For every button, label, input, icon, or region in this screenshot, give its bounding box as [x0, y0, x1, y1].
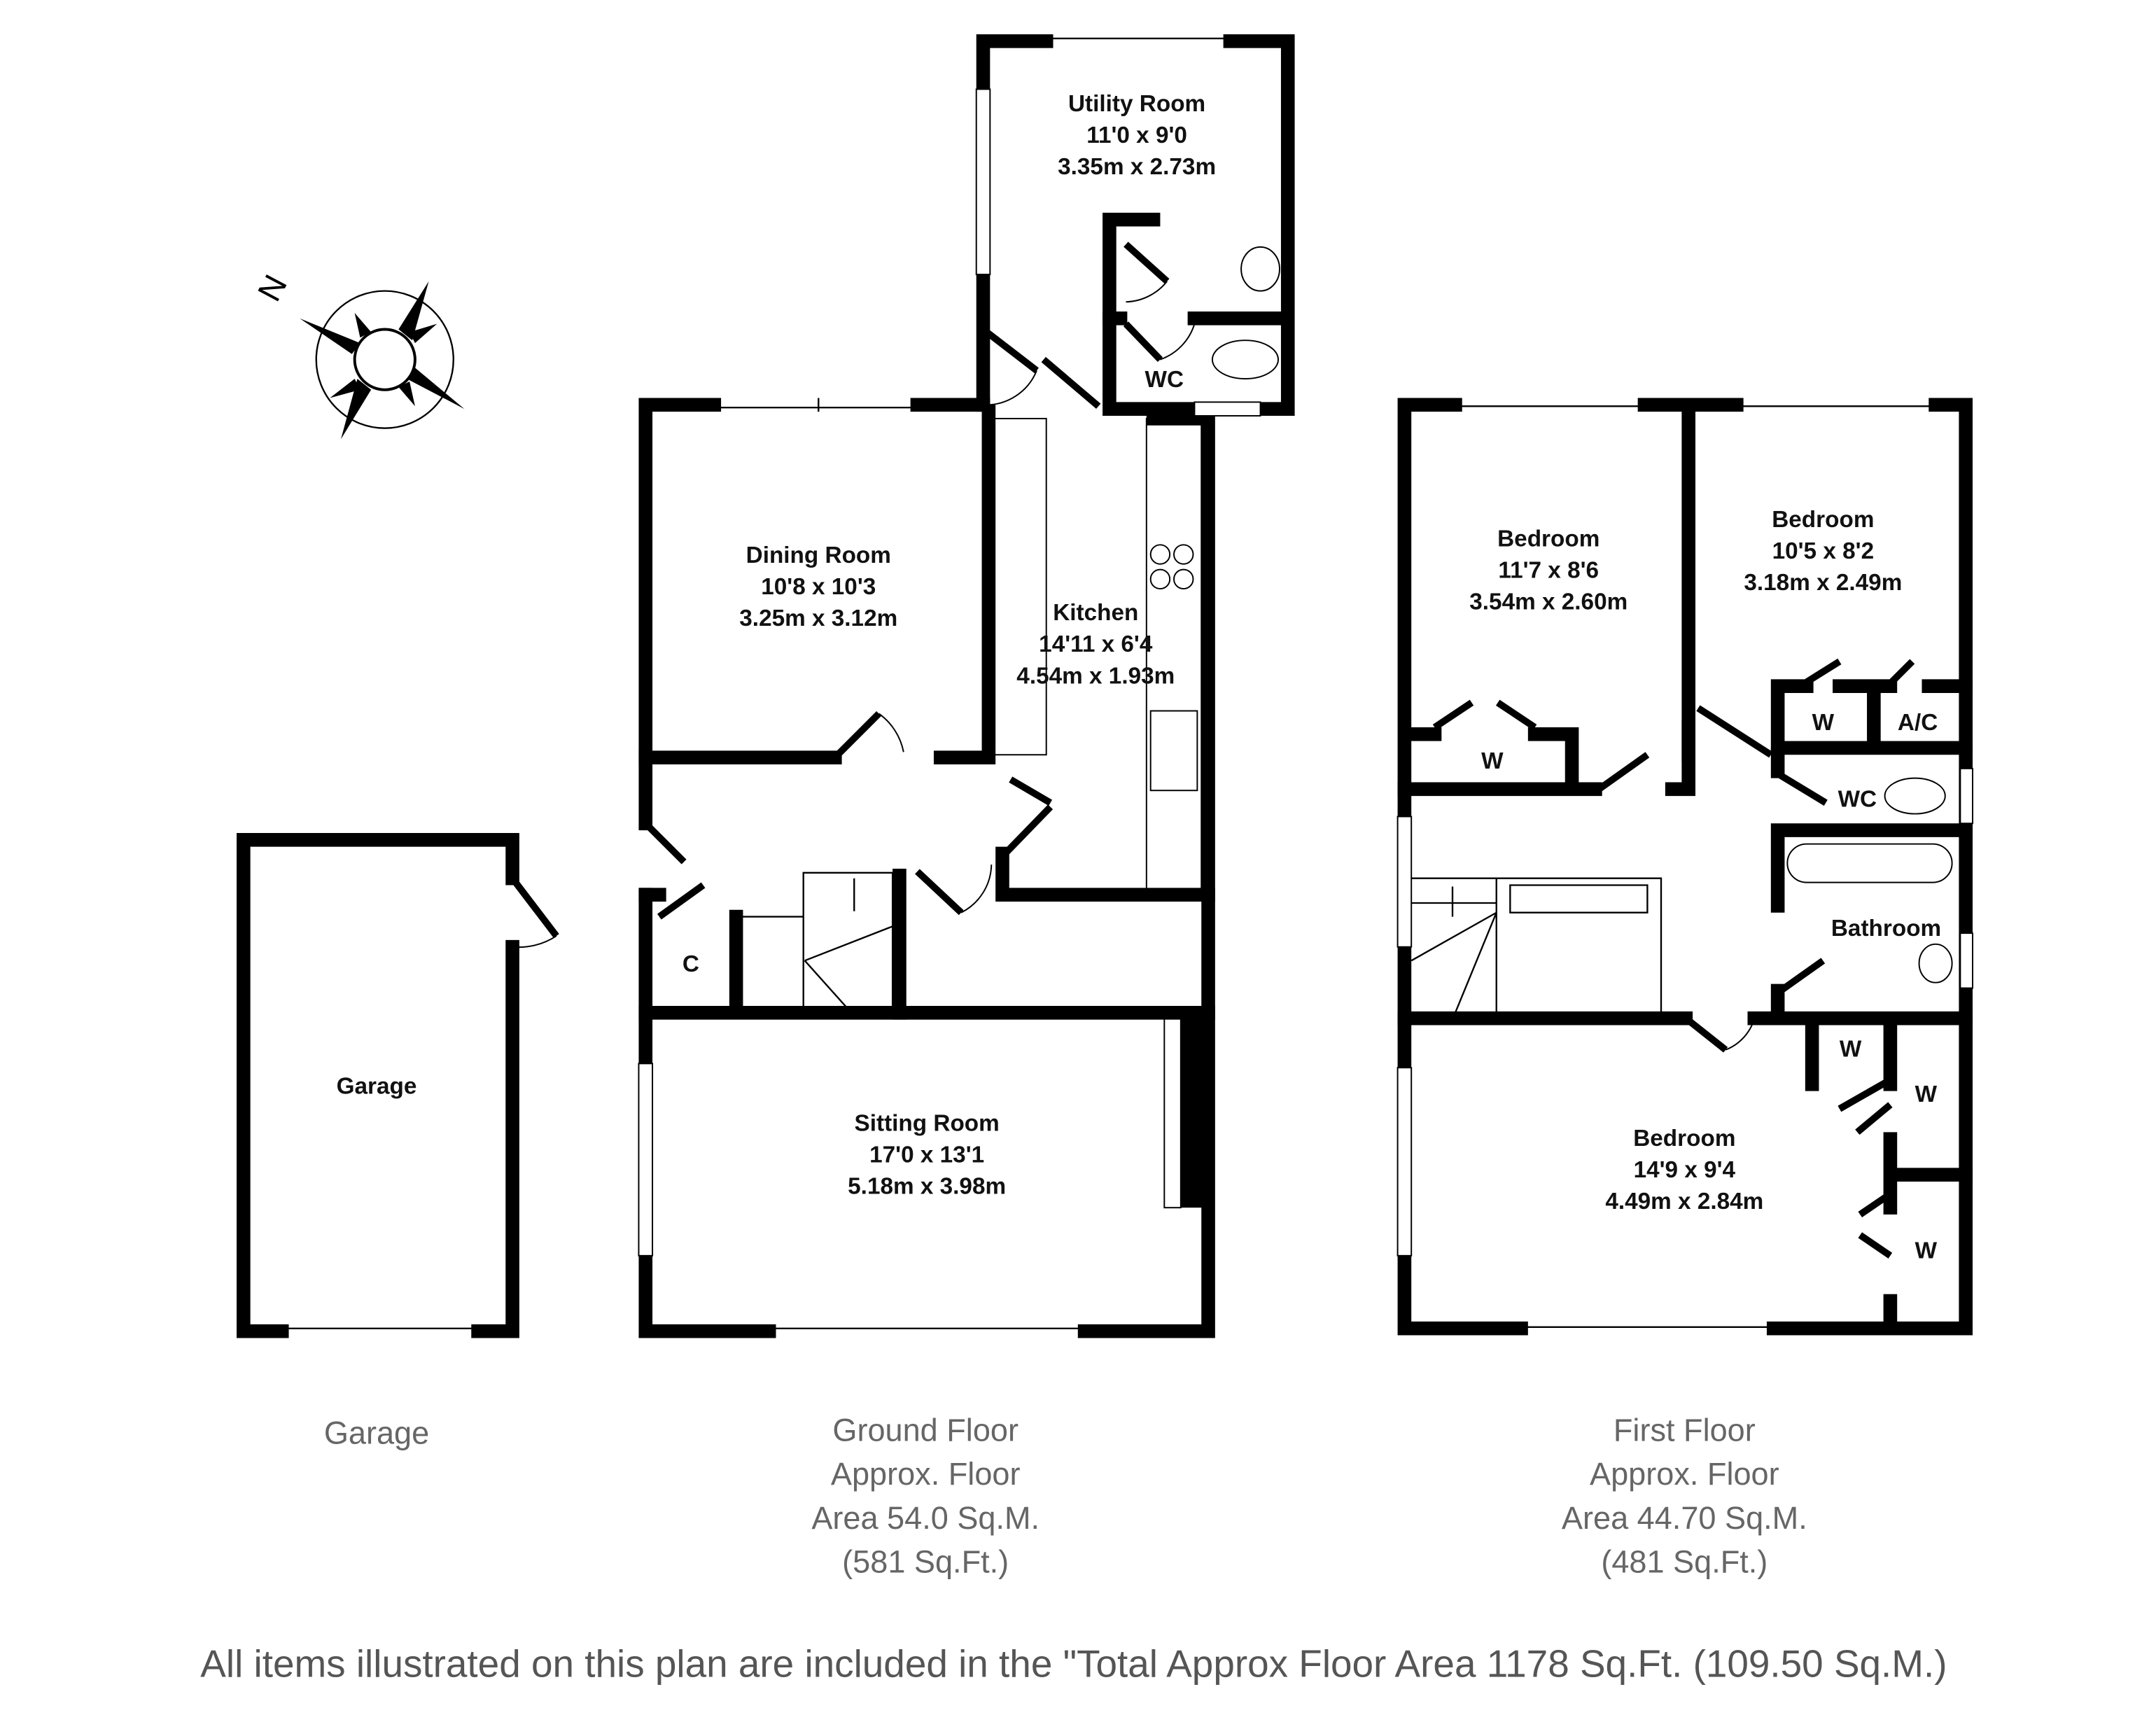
bedroom3-imperial: 14'9 x 9'4: [1634, 1157, 1736, 1183]
ground-floor-caption-1: Ground Floor: [832, 1412, 1018, 1448]
garage-plan: Garage: [237, 833, 559, 1338]
first-floor-plan: W Bedroom 11'7 x 8'6 3.54m x 2.60m Bedro…: [1396, 398, 1974, 1336]
first-floor-caption-2: Approx. Floor: [1590, 1456, 1779, 1492]
bedroom1-imperial: 11'7 x 8'6: [1498, 557, 1599, 583]
bedroom3-metric: 4.49m x 2.84m: [1605, 1189, 1763, 1214]
sitting-room-imperial: 17'0 x 13'1: [869, 1142, 984, 1168]
wardrobe-label-3: W: [1915, 1082, 1938, 1107]
ground-floor-caption-2: Approx. Floor: [831, 1456, 1021, 1492]
utility-room-imperial: 11'0 x 9'0: [1086, 122, 1187, 148]
sitting-room-metric: 5.18m x 3.98m: [848, 1174, 1006, 1200]
cupboard-label: C: [682, 951, 699, 977]
bathroom-label: Bathroom: [1831, 916, 1941, 941]
compass-rose-icon: N: [250, 269, 465, 440]
wardrobe-label-4: W: [1915, 1238, 1938, 1264]
dining-room-name: Dining Room: [746, 542, 891, 568]
bedroom2-name: Bedroom: [1772, 507, 1874, 533]
bedroom2-metric: 3.18m x 2.49m: [1744, 570, 1902, 596]
bedroom2-imperial: 10'5 x 8'2: [1772, 538, 1875, 564]
bedroom1-wardrobe-label: W: [1481, 748, 1504, 774]
wardrobe-label-2: W: [1840, 1037, 1862, 1063]
bedroom1-metric: 3.54m x 2.60m: [1469, 589, 1628, 615]
utility-wc-label: WC: [1145, 367, 1184, 393]
kitchen-imperial: 14'11 x 6'4: [1039, 631, 1153, 657]
ground-floor-plan: Utility Room 11'0 x 9'0 3.35m x 2.73m WC…: [638, 34, 1295, 1338]
bedroom1-name: Bedroom: [1497, 526, 1600, 552]
wardrobe-label: W: [1812, 710, 1835, 736]
first-floor-caption-4: (481 Sq.Ft.): [1601, 1544, 1768, 1580]
dining-room-imperial: 10'8 x 10'3: [761, 574, 876, 600]
first-floor-wc-label: WC: [1838, 787, 1877, 813]
first-floor-caption-1: First Floor: [1614, 1412, 1756, 1448]
dining-room-metric: 3.25m x 3.12m: [739, 606, 897, 631]
kitchen-name: Kitchen: [1053, 600, 1138, 626]
utility-room-metric: 3.35m x 2.73m: [1058, 154, 1216, 180]
airing-cupboard-label: A/C: [1898, 710, 1938, 736]
bedroom3-name: Bedroom: [1633, 1126, 1735, 1152]
ground-floor-caption-4: (581 Sq.Ft.): [842, 1544, 1009, 1580]
kitchen-metric: 4.54m x 1.93m: [1016, 663, 1175, 689]
first-floor-caption-3: Area 44.70 Sq.M.: [1562, 1500, 1807, 1536]
sitting-room-name: Sitting Room: [855, 1110, 1000, 1136]
compass-north-label: N: [250, 269, 294, 307]
garage-caption: Garage: [324, 1415, 429, 1450]
ground-floor-caption-3: Area 54.0 Sq.M.: [811, 1500, 1040, 1536]
utility-room-name: Utility Room: [1068, 91, 1205, 117]
garage-label: Garage: [337, 1073, 417, 1099]
total-area-footer: All items illustrated on this plan are i…: [200, 1642, 1947, 1686]
